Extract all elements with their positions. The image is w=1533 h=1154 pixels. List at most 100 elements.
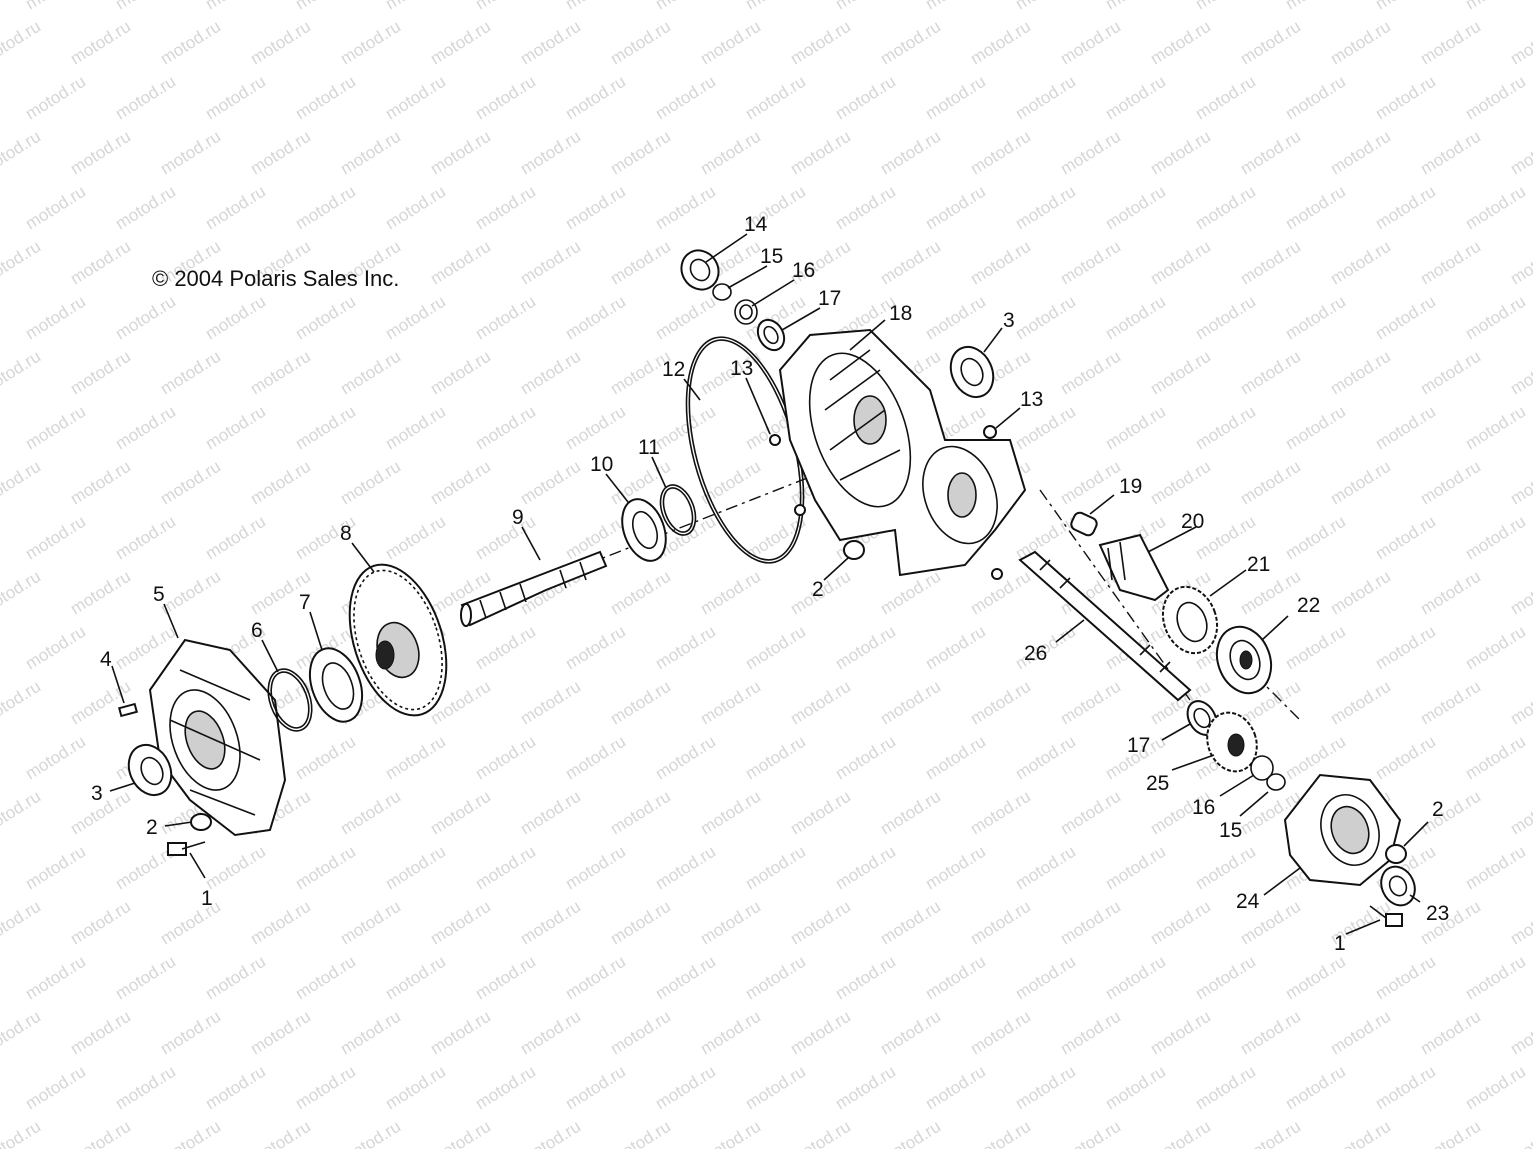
part-26-output-shaft <box>1018 550 1192 702</box>
callout-2-center: 2 <box>812 578 824 601</box>
part-16-washer-top <box>734 299 758 325</box>
watermark-text: motod.ru <box>247 17 314 69</box>
watermark-text: motod.ru <box>697 1117 764 1149</box>
watermark-text: motod.ru <box>1507 17 1533 69</box>
watermark-text: motod.ru <box>1462 512 1529 564</box>
watermark-text: motod.ru <box>292 1062 359 1114</box>
watermark-text: motod.ru <box>1057 787 1124 839</box>
watermark-text: motod.ru <box>382 512 449 564</box>
watermark-text: motod.ru <box>112 72 179 124</box>
watermark-text: motod.ru <box>517 237 584 289</box>
output-axis-line <box>1039 489 1191 701</box>
callout-15-top: 15 <box>760 245 783 268</box>
watermark-text: motod.ru <box>787 787 854 839</box>
watermark-text: motod.ru <box>1327 457 1394 509</box>
watermark-text: motod.ru <box>1102 182 1169 234</box>
watermark-text: motod.ru <box>1147 897 1214 949</box>
watermark-text: motod.ru <box>202 292 269 344</box>
callout-22: 22 <box>1297 594 1320 617</box>
watermark-text: motod.ru <box>922 182 989 234</box>
callout-15-lower: 15 <box>1219 819 1242 842</box>
watermark-text: motod.ru <box>607 1117 674 1149</box>
watermark-text: motod.ru <box>562 0 629 13</box>
callout-16-top: 16 <box>792 259 815 282</box>
callout-26: 26 <box>1024 642 1047 665</box>
watermark-text: motod.ru <box>607 567 674 619</box>
watermark-text: motod.ru <box>22 952 89 1004</box>
watermark-text: motod.ru <box>832 842 899 894</box>
watermark-text: motod.ru <box>0 127 44 179</box>
watermark-text: motod.ru <box>1417 787 1484 839</box>
watermark-text: motod.ru <box>607 1007 674 1059</box>
part-10-bearing <box>621 498 667 562</box>
watermark-text: motod.ru <box>247 1007 314 1059</box>
watermark-text: motod.ru <box>202 1062 269 1114</box>
watermark-text: motod.ru <box>652 402 719 454</box>
watermark-text: motod.ru <box>22 842 89 894</box>
watermark-text: motod.ru <box>697 787 764 839</box>
watermark-text: motod.ru <box>742 952 809 1004</box>
watermark-text: motod.ru <box>382 842 449 894</box>
watermark-text: motod.ru <box>1327 127 1394 179</box>
callout-4: 4 <box>100 648 112 671</box>
watermark-text: motod.ru <box>292 842 359 894</box>
watermark-text: motod.ru <box>337 787 404 839</box>
watermark-text: motod.ru <box>1507 347 1533 399</box>
watermark-text: motod.ru <box>247 457 314 509</box>
watermark-text: motod.ru <box>1237 457 1304 509</box>
watermark-text: motod.ru <box>472 1062 539 1114</box>
watermark-text: motod.ru <box>922 732 989 784</box>
watermark-text: motod.ru <box>1147 347 1214 399</box>
watermark-text: motod.ru <box>472 182 539 234</box>
watermark-text: motod.ru <box>1192 182 1259 234</box>
callout-11: 11 <box>638 436 660 459</box>
watermark-text: motod.ru <box>877 677 944 729</box>
watermark-text: motod.ru <box>292 292 359 344</box>
watermark-text: motod.ru <box>1462 292 1529 344</box>
watermark-text: motod.ru <box>382 0 449 13</box>
part-24-right-cover <box>1283 773 1402 887</box>
watermark-text: motod.ru <box>742 622 809 674</box>
watermark-text: motod.ru <box>337 1007 404 1059</box>
watermark-text: motod.ru <box>427 897 494 949</box>
callout-8: 8 <box>340 522 352 545</box>
watermark-text: motod.ru <box>247 347 314 399</box>
watermark-text: motod.ru <box>1147 457 1214 509</box>
watermark-text: motod.ru <box>1462 732 1529 784</box>
watermark-text: motod.ru <box>1282 402 1349 454</box>
watermark-text: motod.ru <box>1192 842 1259 894</box>
watermark-text: motod.ru <box>1057 237 1124 289</box>
callout-25: 25 <box>1146 772 1169 795</box>
watermark-text: motod.ru <box>562 842 629 894</box>
watermark-text: motod.ru <box>1327 1117 1394 1149</box>
watermark-text: motod.ru <box>1282 622 1349 674</box>
watermark-text: motod.ru <box>157 17 224 69</box>
watermark-text: motod.ru <box>472 0 539 13</box>
watermark-text: motod.ru <box>1372 512 1439 564</box>
watermark-text: motod.ru <box>922 622 989 674</box>
watermark-text: motod.ru <box>112 1062 179 1114</box>
watermark-text: motod.ru <box>1147 1117 1214 1149</box>
watermark-text: motod.ru <box>517 897 584 949</box>
watermark-text: motod.ru <box>1417 567 1484 619</box>
watermark-text: motod.ru <box>877 127 944 179</box>
watermark-text: motod.ru <box>787 127 854 179</box>
callout-6: 6 <box>251 619 263 642</box>
watermark-text: motod.ru <box>112 952 179 1004</box>
watermark-text: motod.ru <box>697 567 764 619</box>
watermark-text: motod.ru <box>967 17 1034 69</box>
callout-16-lower: 16 <box>1192 796 1215 819</box>
watermark-text: motod.ru <box>877 1007 944 1059</box>
watermark-text: motod.ru <box>337 457 404 509</box>
callout-14: 14 <box>744 213 768 236</box>
watermark-text: motod.ru <box>652 952 719 1004</box>
watermark-text: motod.ru <box>517 127 584 179</box>
watermark-text: motod.ru <box>1417 17 1484 69</box>
watermark-text: motod.ru <box>742 72 809 124</box>
watermark-text: motod.ru <box>607 17 674 69</box>
watermark-text: motod.ru <box>427 787 494 839</box>
watermark-text: motod.ru <box>1147 1007 1214 1059</box>
part-4-dowel-pin <box>118 702 138 718</box>
watermark-text: motod.ru <box>922 292 989 344</box>
watermark-text: motod.ru <box>1282 0 1349 13</box>
